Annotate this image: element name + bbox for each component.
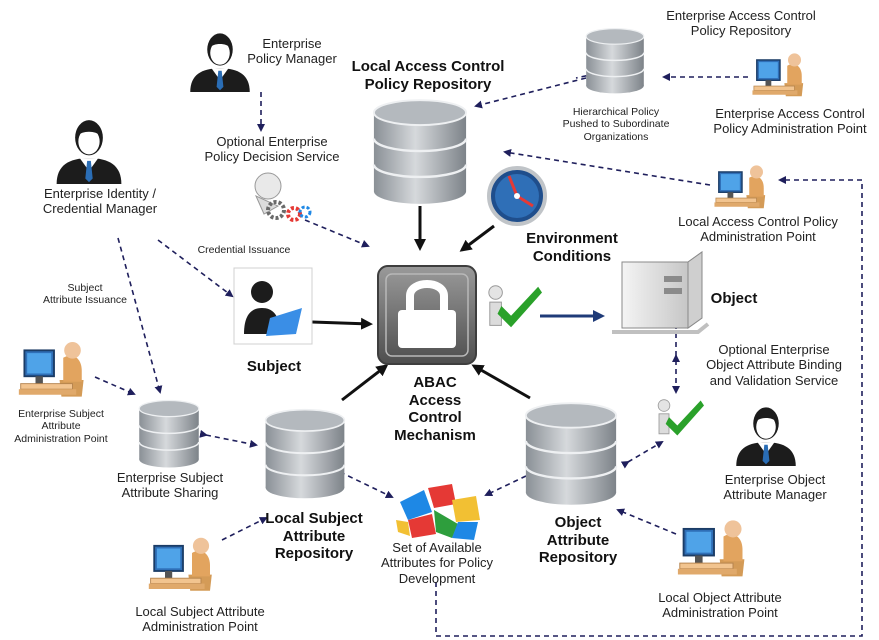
subject-label: Subject <box>246 358 302 375</box>
object-attribute-repository-label: Object Attribute Repository <box>538 514 618 567</box>
enterprise-policy-repository-db-icon <box>585 27 645 95</box>
enterprise-policy-repository-label: Enterprise Access Control Policy Reposit… <box>666 8 816 39</box>
enterprise-policy-admin-label: Enterprise Access Control Policy Adminis… <box>713 106 867 137</box>
local-subject-admin-label: Local Subject Attribute Administration P… <box>135 604 265 635</box>
arrow-local-admin-to-local-repo <box>503 149 711 186</box>
optional-object-binding-label: Optional Enterprise Object Attribute Bin… <box>706 342 842 388</box>
environment-conditions-label: Environment Conditions <box>526 230 618 265</box>
hierarchical-policy-label: Hierarchical Policy Pushed to Subordinat… <box>562 106 670 143</box>
local-object-admin-label: Local Object Attribute Administration Po… <box>658 590 782 621</box>
arrow-local-subject-admin-to-repo <box>221 517 268 541</box>
local-policy-admin-icon <box>713 164 766 209</box>
local-policy-admin-label: Local Access Control Policy Administrati… <box>678 214 838 245</box>
arrow-subject-repo-to-lock <box>341 364 389 402</box>
arrow-hierarchical-to-local-repo <box>474 77 587 109</box>
arrow-local-object-admin-to-repo <box>616 508 677 535</box>
enterprise-subject-sharing-label: Enterprise Subject Attribute Sharing <box>116 470 224 501</box>
local-policy-repository-db-icon <box>372 98 468 206</box>
arrow-object-repo-to-lock <box>471 364 531 400</box>
local-subject-repository-label: Local Subject Attribute Repository <box>265 510 363 563</box>
subject-laptop-user-icon <box>233 267 313 345</box>
object-binding-checkmark-icon <box>657 399 704 436</box>
local-subject-admin-icon <box>147 536 213 592</box>
enterprise-policy-manager-icon <box>190 33 250 92</box>
subject-attribute-issuance-label: Subject Attribute Issuance <box>42 282 128 307</box>
enterprise-subject-admin-icon <box>17 341 85 398</box>
enterprise-identity-manager-icon <box>56 120 122 184</box>
arrow-pdp-to-lock <box>304 219 370 248</box>
enterprise-object-manager-icon <box>736 407 796 466</box>
optional-policy-decision-label: Optional Enterprise Policy Decision Serv… <box>204 134 340 165</box>
local-object-admin-icon <box>676 519 746 578</box>
local-subject-repository-db-icon <box>264 408 346 500</box>
arrow-subject-repo-to-attr-set <box>339 471 394 499</box>
decision-checkmark-icon <box>488 285 542 328</box>
object-attribute-repository-db-icon <box>524 401 618 507</box>
arrow-idm-to-subject <box>157 239 234 298</box>
arrow-environment-to-lock <box>459 224 495 252</box>
enterprise-policy-admin-icon <box>751 52 804 97</box>
server-icon <box>612 251 710 334</box>
connectors <box>94 71 863 637</box>
local-policy-repository-label: Local Access Control Policy Repository <box>351 58 505 93</box>
arrow-object-repo-to-attr-set <box>484 475 527 497</box>
arrow-subject-to-lock <box>311 317 373 330</box>
puzzle-pieces-icon <box>396 484 480 540</box>
enterprise-subject-admin-label: Enterprise Subject Attribute Administrat… <box>14 408 108 445</box>
enterprise-subject-sharing-db-icon <box>138 399 200 469</box>
arrow-idm-to-subject-sharing <box>117 237 163 394</box>
arrow-attr-set-to-local-admin <box>435 176 863 637</box>
enterprise-object-manager-label: Enterprise Object Attribute Manager <box>723 472 827 503</box>
lock-icon <box>377 265 477 365</box>
arrow-object-repo-check <box>620 440 664 469</box>
clock-icon <box>487 166 547 226</box>
abac-mechanism-label: ABAC Access Control Mechanism <box>394 374 476 445</box>
arrow-sharing-local-subject-repo <box>199 429 258 448</box>
enterprise-policy-manager-label: Enterprise Policy Manager <box>247 36 337 67</box>
available-attributes-label: Set of Available Attributes for Policy D… <box>381 540 493 586</box>
object-label: Object <box>710 290 758 307</box>
credential-issuance-label: Credential Issuance <box>197 244 291 256</box>
arrow-ent-subject-admin-to-sharing <box>94 376 136 396</box>
gears-icon <box>254 172 312 222</box>
enterprise-identity-label: Enterprise Identity / Credential Manager <box>42 186 158 217</box>
